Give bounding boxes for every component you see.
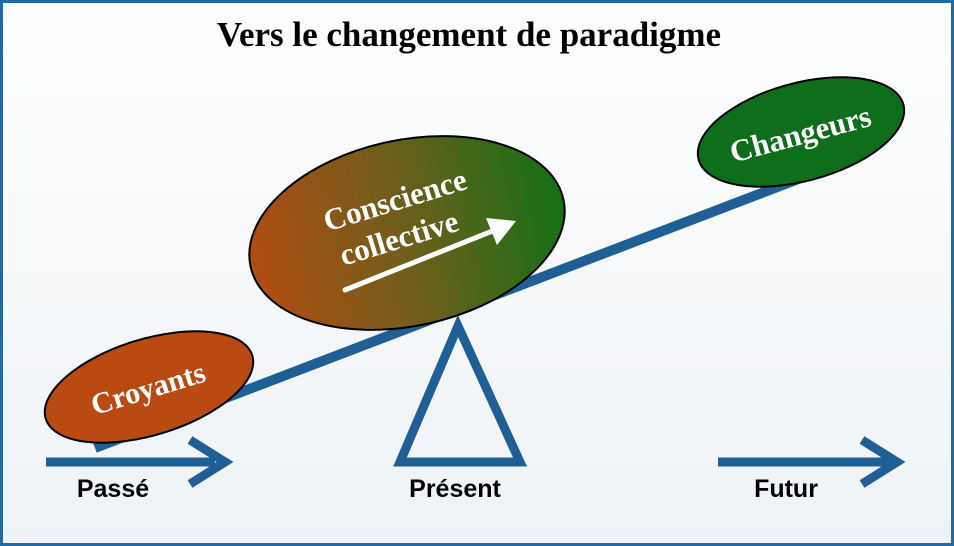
future-arrow-icon [718,436,906,488]
conscience-collective-ellipse [248,135,566,331]
past-arrow-icon [46,436,234,488]
rising-arrow-icon [342,218,516,293]
croyants-ellipse [43,330,255,444]
fulcrum-triangle [393,314,527,467]
timeline-present-label: Présent [409,475,501,503]
timeline-future-label: Futur [754,475,818,503]
changeurs-ellipse [696,76,906,188]
diagram-title: Vers le changement de paradigme [217,15,721,54]
timeline-past-label: Passé [77,475,149,503]
